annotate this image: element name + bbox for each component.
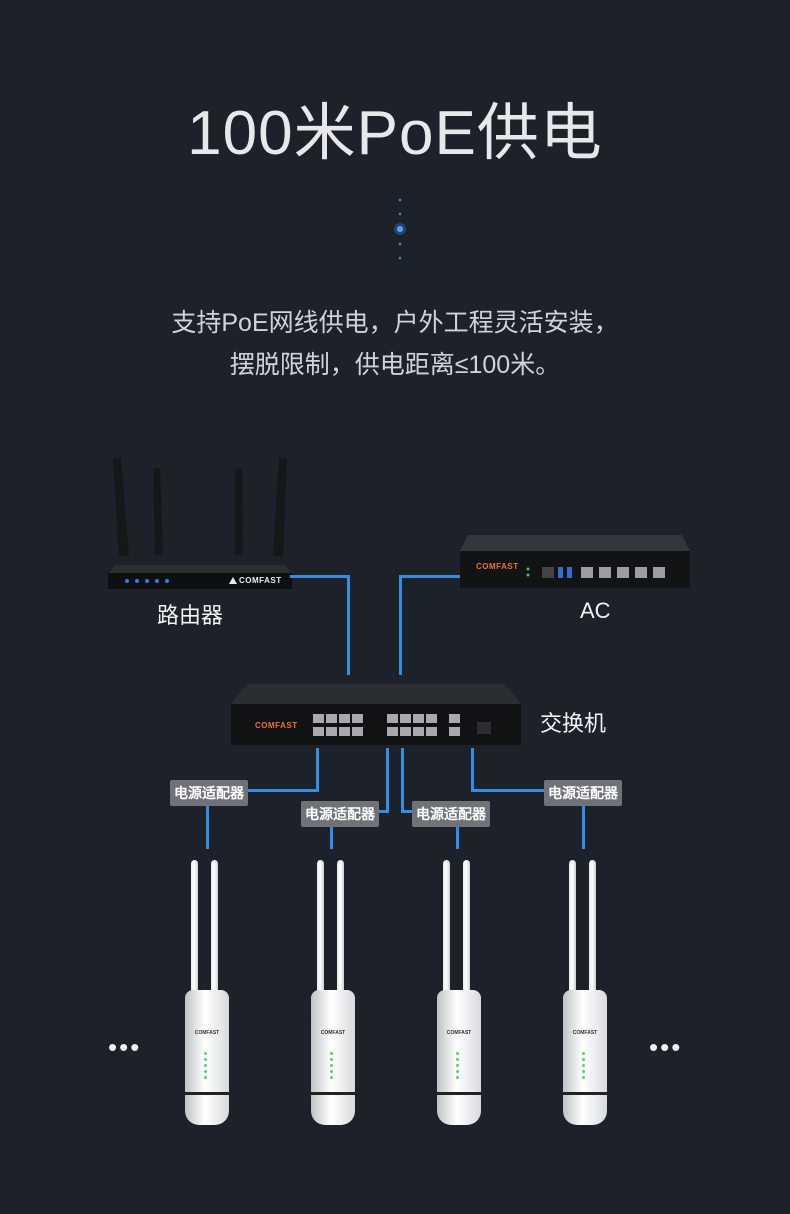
switch-device: COMFAST xyxy=(231,684,521,746)
cable-1-h xyxy=(246,789,319,792)
router-brand: COMFAST xyxy=(239,576,282,585)
ac-image xyxy=(460,535,690,588)
more-left-icon: ••• xyxy=(108,1032,142,1062)
power-adapter-label-3: 电源适配器 xyxy=(412,801,490,827)
switch-image xyxy=(231,684,521,745)
antenna-icon xyxy=(463,860,470,1010)
cable-2-v xyxy=(386,748,389,812)
ac-cable-v xyxy=(399,575,402,675)
cable-3-h xyxy=(401,810,415,813)
antenna-icon xyxy=(211,860,218,1010)
cable-1-v xyxy=(316,748,319,791)
switch-brand: COMFAST xyxy=(255,721,298,730)
ap-brand: COMFAST xyxy=(572,1030,598,1036)
cable-2-ap xyxy=(330,824,333,849)
cable-4-v xyxy=(471,748,474,791)
power-adapter-label-1: 电源适配器 xyxy=(170,780,248,806)
router-label: 路由器 xyxy=(157,603,224,628)
description-line-1: 支持PoE网线供电，户外工程灵活安装， xyxy=(171,309,619,337)
antenna-icon xyxy=(443,860,450,1010)
cable-3-v xyxy=(401,748,404,812)
antenna-icon xyxy=(191,860,198,1010)
antenna-icon xyxy=(569,860,576,1010)
switch-label: 交换机 xyxy=(540,711,607,736)
outdoor-ap-3: COMFAST xyxy=(434,860,484,1125)
antenna-icon xyxy=(317,860,324,1010)
ac-brand: COMFAST xyxy=(476,562,519,571)
cable-2-h xyxy=(377,810,389,813)
ac-device: COMFAST xyxy=(458,535,692,590)
ap-brand: COMFAST xyxy=(194,1030,220,1036)
ap-brand: COMFAST xyxy=(320,1030,346,1036)
router-image xyxy=(108,457,292,589)
outdoor-ap-1: COMFAST xyxy=(182,860,232,1125)
ap-brand: COMFAST xyxy=(446,1030,472,1036)
router-cable-h xyxy=(290,575,350,578)
cable-1-ap xyxy=(206,802,209,849)
ac-cable-h xyxy=(400,575,460,578)
power-adapter-label-4: 电源适配器 xyxy=(544,780,622,806)
router-device: COMFAST xyxy=(105,455,295,590)
description-line-2: 摆脱限制，供电距离≤100米。 xyxy=(229,351,561,379)
outdoor-ap-2: COMFAST xyxy=(308,860,358,1125)
router-cable-v xyxy=(347,575,350,675)
divider-dots-icon xyxy=(394,198,406,260)
cable-3-ap xyxy=(456,824,459,849)
antenna-icon xyxy=(337,860,344,1010)
cable-4-h xyxy=(471,789,547,792)
page-title: 100米PoE供电 xyxy=(187,99,603,168)
power-adapter-label-2: 电源适配器 xyxy=(301,801,379,827)
more-right-icon: ••• xyxy=(649,1032,683,1062)
antenna-icon xyxy=(589,860,596,1010)
ac-label: AC xyxy=(580,598,611,623)
cable-4-ap xyxy=(582,802,585,849)
outdoor-ap-4: COMFAST xyxy=(560,860,610,1125)
